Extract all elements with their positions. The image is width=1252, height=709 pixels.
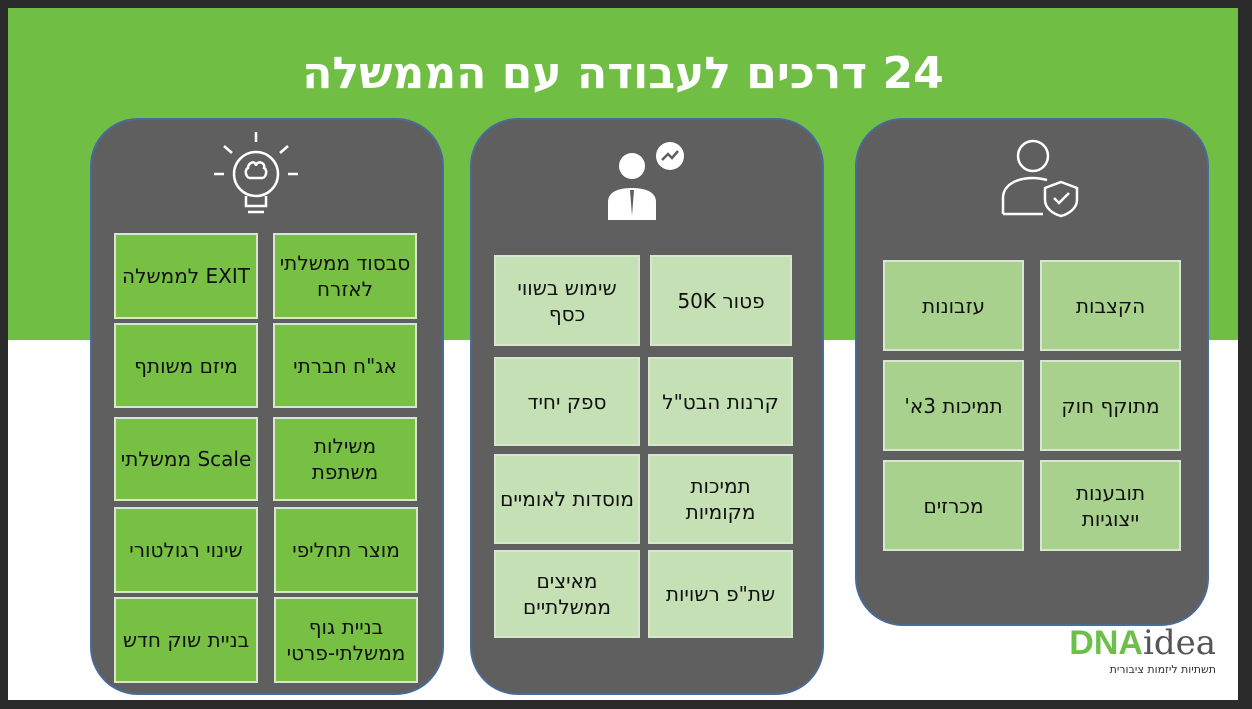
method-card: מוצר תחליפי xyxy=(274,507,418,593)
method-card: מוסדות לאומיים xyxy=(494,454,640,544)
page-title: 24 דרכים לעבודה עם הממשלה xyxy=(302,48,944,99)
brain-lightbulb-icon xyxy=(214,132,298,214)
method-card: Scale ממשלתי xyxy=(114,417,258,501)
businessman-chart-icon xyxy=(608,142,684,220)
method-card: EXIT לממשלה xyxy=(114,233,258,319)
user-shield-icon xyxy=(1001,139,1079,218)
method-card: בניית שוק חדש xyxy=(114,597,258,683)
method-card: עזבונות xyxy=(883,260,1024,351)
method-card: מאיצים ממשלתיים xyxy=(494,550,640,638)
method-card: קרנות הבט"ל xyxy=(648,357,793,446)
method-card: שת"פ רשויות xyxy=(648,550,793,638)
method-card: תובענות ייצוגיות xyxy=(1040,460,1181,551)
logo-brand: DNA xyxy=(1069,624,1143,662)
method-card: מתוקף חוק xyxy=(1040,360,1181,451)
method-card: פטור 50K xyxy=(650,255,792,346)
method-card: שינוי רגולטורי xyxy=(114,507,258,593)
dnaidea-logo: DNAidea תשתיות ליזמות ציבורית xyxy=(1069,623,1216,676)
method-card: תמיכות מקומיות xyxy=(648,454,793,544)
method-card: אג"ח חברתי xyxy=(273,323,417,408)
logo-tagline: תשתיות ליזמות ציבורית xyxy=(1109,663,1216,676)
logo-brand-suffix: idea xyxy=(1142,623,1216,663)
slide: 24 דרכים לעבודה עם הממשלה סבסוד ממשלתי ל… xyxy=(8,8,1238,700)
method-card: מיזם משותף xyxy=(114,323,258,408)
method-card: שימוש בשווי כסף xyxy=(494,255,640,346)
method-card: משילות משתפת xyxy=(273,417,417,501)
method-card: תמיכות 3א' xyxy=(883,360,1024,451)
method-card: בניית גוף ממשלתי-פרטי xyxy=(274,597,418,683)
method-card: מכרזים xyxy=(883,460,1024,551)
method-card: ספק יחיד xyxy=(494,357,640,446)
method-card: סבסוד ממשלתי לאזרח xyxy=(273,233,417,319)
method-card: הקצבות xyxy=(1040,260,1181,351)
